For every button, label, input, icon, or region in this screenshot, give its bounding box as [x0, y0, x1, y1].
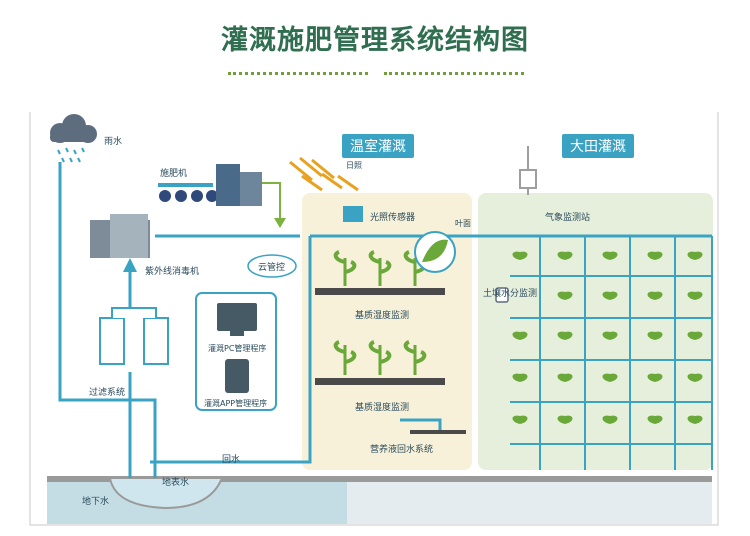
- sunlight-icon: [289, 156, 359, 192]
- soil-sensor-icon: [495, 287, 509, 303]
- fertilizer-line: [262, 182, 281, 220]
- arrow-up: [123, 258, 137, 272]
- sunlight-label: 日照: [346, 161, 362, 170]
- rain-label: 雨水: [104, 137, 123, 147]
- field-zone: [478, 193, 713, 470]
- title-underline-left: [228, 72, 368, 75]
- rain-pipe: [58, 162, 157, 478]
- pc-monitor-icon: [217, 303, 257, 336]
- surface-water-label: 地表水: [162, 478, 190, 488]
- substrate-humidity-label-2: 基质湿度监测: [355, 403, 410, 413]
- page-title: 灌溉施肥管理系统结构图: [221, 25, 529, 56]
- ground-surface: [47, 476, 712, 482]
- greenhouse-plants: [315, 250, 445, 385]
- filter-system-icon: [99, 307, 169, 365]
- fertilizer-arrow: [274, 218, 286, 228]
- light-sensor-label: 光照传感器: [370, 213, 416, 223]
- pc-program-label: 灌溉PC管理程序: [208, 344, 267, 353]
- fertilizer-tanks-icon: [158, 164, 262, 206]
- return-pipe: [150, 420, 312, 464]
- mobile-app-icon: [225, 359, 249, 393]
- diagram-frame: [29, 112, 719, 526]
- weather-station-icon: [519, 146, 537, 195]
- light-sensor-icon: [343, 206, 363, 222]
- field-zone-badge: 大田灌溉: [562, 134, 634, 158]
- leaf-label: 叶面: [455, 219, 471, 228]
- title-underline-right: [384, 72, 524, 75]
- nutrient-return-label: 营养液回水系统: [370, 445, 434, 455]
- groundwater-label: 地下水: [82, 497, 110, 507]
- fertilizer-machine-label: 施肥机: [160, 169, 188, 179]
- weather-station-label: 气象监测站: [545, 213, 591, 223]
- pipe-network: [58, 162, 712, 478]
- uv-sterilizer-icon: [90, 214, 150, 258]
- app-program-label: 灌溉APP管理程序: [204, 399, 268, 408]
- control-box: [195, 292, 277, 411]
- field-plants: [512, 251, 703, 424]
- soil-moisture-label: 土壤水分监测: [483, 289, 538, 299]
- uv-sterilizer-label: 紫外线消毒机: [145, 267, 200, 277]
- substrate-humidity-label-1: 基质湿度监测: [355, 311, 410, 321]
- rain-cloud-icon: [50, 114, 97, 163]
- return-water-label: 回水: [222, 455, 241, 465]
- filter-system-label: 过滤系统: [89, 388, 126, 398]
- field-grid: [510, 236, 713, 470]
- greenhouse-zone-badge: 温室灌溉: [342, 134, 414, 158]
- nutrient-tank: [410, 430, 466, 434]
- nutrient-return-pipe: [400, 418, 442, 432]
- cloud-control-label: 云管控: [258, 263, 286, 273]
- cloud-control-bubble: [247, 254, 297, 278]
- surface-water-pool: [108, 477, 224, 510]
